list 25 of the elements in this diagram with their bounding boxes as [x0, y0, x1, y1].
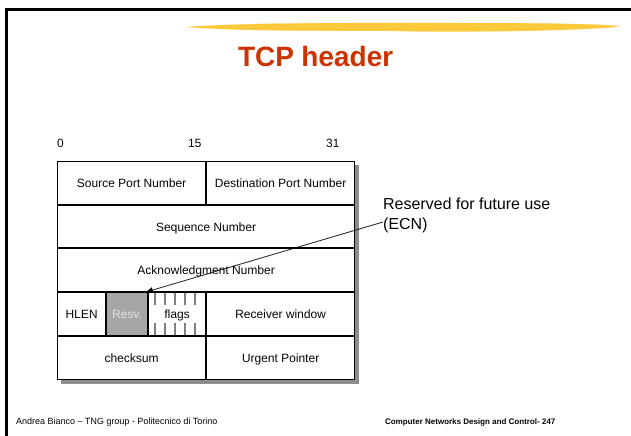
bit-number: 15 [188, 137, 202, 149]
field-label: Source Port Number [76, 175, 186, 192]
field-label: Reserved for future use (ECN) [383, 195, 552, 235]
header-field [206, 336, 355, 380]
footer-text: Andrea Bianco – TNG group - Politecnico di Torino [16, 417, 218, 426]
field-label: Resv. [112, 306, 142, 323]
field-label: Receiver window [235, 306, 326, 323]
header-field [206, 161, 355, 205]
field-label: Urgent Pointer [242, 350, 320, 367]
leader-arrow [146, 222, 384, 293]
bit-number: 31 [326, 137, 340, 149]
field-label: Destination Port Number [214, 175, 346, 192]
header-field [57, 161, 206, 205]
bit-number: 0 [57, 137, 64, 149]
header-field [106, 292, 148, 336]
header-field [57, 248, 355, 292]
field-label: checksum [104, 350, 159, 367]
footer-text: Computer Networks Design and Control- 247 [385, 418, 556, 426]
slide-title: TCP header [236, 40, 394, 74]
header-field [57, 205, 355, 248]
header-field [57, 336, 206, 380]
field-label: Sequence Number [156, 218, 256, 236]
header-field [206, 292, 355, 336]
header-field [57, 292, 106, 336]
field-label: HLEN [65, 306, 98, 323]
